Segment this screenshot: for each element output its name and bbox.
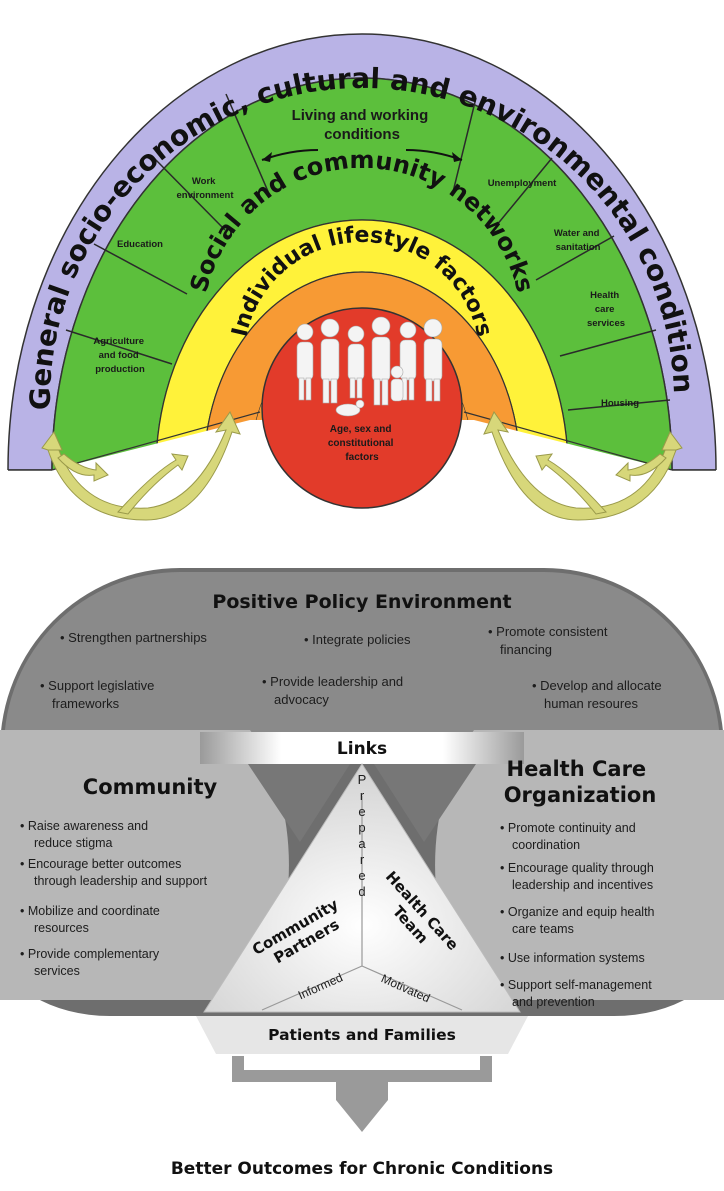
hco-title: Health Care Organization bbox=[504, 757, 657, 807]
prepared-letter: p bbox=[358, 820, 365, 835]
prepared-letter: P bbox=[358, 772, 367, 787]
sector-housing: Housing bbox=[601, 398, 639, 409]
patients-bar bbox=[196, 1016, 528, 1054]
hco-bullet-4: • Use information systems bbox=[500, 951, 645, 965]
policy-bullets: • Strengthen partnerships • Integrate po… bbox=[40, 624, 662, 711]
sector-education: Education bbox=[117, 239, 163, 250]
prepared-letter: r bbox=[360, 788, 365, 803]
sector-work-environment: Work environment bbox=[176, 176, 234, 201]
policy-band bbox=[4, 572, 720, 752]
sector-dividers bbox=[65, 93, 671, 411]
prepared-letter: r bbox=[360, 852, 365, 867]
living-working-label: Living and working conditions bbox=[292, 107, 433, 143]
prepared-letter: d bbox=[358, 884, 365, 899]
people-silhouettes-icon bbox=[296, 316, 443, 417]
sector-unemployment: Unemployment bbox=[488, 178, 557, 189]
links-bar bbox=[200, 732, 524, 764]
community-title: Community bbox=[83, 775, 218, 799]
community-bubble bbox=[0, 730, 289, 1000]
sector-agriculture: Agriculture and food production bbox=[93, 336, 146, 375]
determinants-rainbow: Age, sex and constitutional factors Gene… bbox=[0, 0, 724, 521]
policy-bullet-2: • Integrate policies bbox=[304, 632, 411, 647]
patients-label: Patients and Families bbox=[268, 1026, 456, 1044]
prepared-letter: e bbox=[358, 804, 365, 819]
outcomes-title: Better Outcomes for Chronic Conditions bbox=[171, 1159, 553, 1179]
feedback-arrows-right-icon bbox=[483, 410, 683, 521]
sector-health-care-services: Health care services bbox=[587, 290, 625, 329]
prepared-letter: e bbox=[358, 868, 365, 883]
prepared-letter: a bbox=[358, 836, 366, 851]
iccc-framework bbox=[0, 568, 724, 1132]
sector-water: Water and sanitation bbox=[554, 228, 602, 253]
hco-bubble bbox=[435, 730, 724, 1000]
outcome-arrow-icon bbox=[232, 1056, 492, 1132]
policy-title: Positive Policy Environment bbox=[212, 591, 511, 613]
core-label: Age, sex and constitutional factors bbox=[328, 424, 396, 463]
feedback-arrows-left-icon bbox=[41, 410, 241, 521]
links-label: Links bbox=[337, 739, 387, 759]
policy-bullet-1: • Strengthen partnerships bbox=[60, 630, 207, 645]
